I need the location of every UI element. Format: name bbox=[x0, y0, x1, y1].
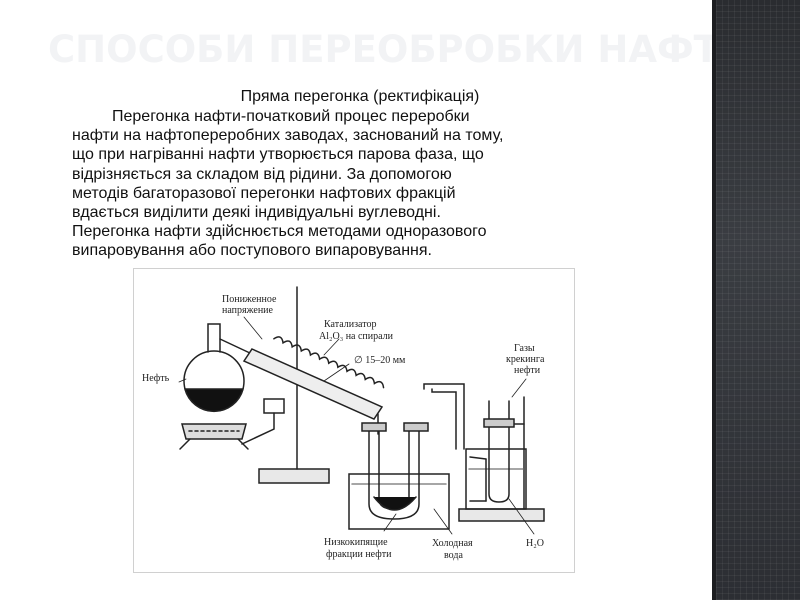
u-tube bbox=[368, 428, 420, 520]
label-water: H₂O bbox=[526, 538, 544, 549]
decorative-side-panel bbox=[712, 0, 800, 600]
stand-base bbox=[258, 468, 330, 484]
paragraph-line: рідини. За допомогою методів багаторазов… bbox=[72, 165, 452, 202]
water-beaker bbox=[465, 448, 527, 510]
label-catalyst-1: Катализатор bbox=[324, 319, 376, 330]
slide-title: СПОСОБИ ПЕРЕОБРОБКИ НАФТИ bbox=[48, 28, 750, 71]
label-diameter: ∅ 15–20 мм bbox=[354, 355, 406, 366]
label-oil: Нефть bbox=[142, 373, 170, 384]
label-reduced-voltage-2: напряжение bbox=[222, 305, 274, 316]
label-gases-1: Газы bbox=[514, 343, 535, 354]
paragraph-line: нафтопереробних заводах, заснований на т… bbox=[72, 127, 504, 164]
distillation-apparatus-figure: Пониженное напряжение Катализатор Al₂O₃ … bbox=[133, 268, 575, 573]
paragraph-line: випаровування або поступового випаровува… bbox=[72, 242, 432, 260]
label-fractions-2: фракции нефти bbox=[326, 549, 392, 560]
paragraph-line: фракцій вдається виділити деякі індивіду… bbox=[72, 184, 456, 222]
label-cold-water-1: Холодная bbox=[432, 538, 473, 549]
label-catalyst-2: Al₂O₃ на спирали bbox=[319, 331, 394, 342]
catalyst-tube bbox=[242, 336, 385, 420]
label-fractions-1: Низкокипящие bbox=[324, 537, 388, 548]
label-gases-2: крекинга bbox=[506, 354, 545, 365]
side-panel-texture bbox=[716, 0, 800, 600]
paragraph-line: Перегонка нафти здійснюється методами од… bbox=[72, 223, 487, 241]
slide-subtitle: Пряма перегонка (ректифікація) bbox=[240, 88, 480, 105]
label-cold-water-2: вода bbox=[444, 550, 463, 561]
paragraph-line: нафти утворюється парова фаза, що відріз… bbox=[72, 146, 484, 183]
apparatus-diagram: Пониженное напряжение Катализатор Al₂O₃ … bbox=[142, 286, 545, 561]
cold-water-beaker bbox=[348, 473, 450, 530]
label-gases-3: нефти bbox=[514, 365, 541, 376]
label-reduced-voltage-1: Пониженное bbox=[222, 294, 277, 305]
side-panel-edge bbox=[712, 0, 716, 600]
gas-collector-tube bbox=[488, 400, 510, 503]
paragraph-line: Перегонка нафти-початковий процес переро… bbox=[72, 108, 470, 145]
body-paragraph: Перегонка нафти-початковий процес переро… bbox=[72, 107, 512, 261]
